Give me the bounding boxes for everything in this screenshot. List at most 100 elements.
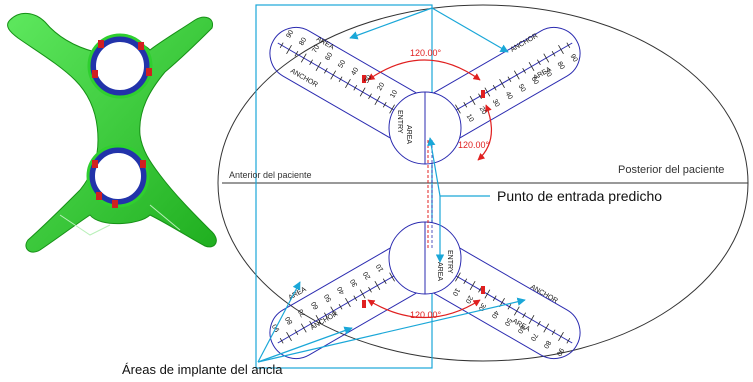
scale-number: 60 — [310, 300, 320, 310]
scale-tick — [309, 320, 313, 327]
scale-number: 80 — [556, 61, 566, 71]
scale-tick — [469, 95, 476, 106]
scale-tick — [551, 329, 556, 336]
scale-number: 50 — [517, 83, 527, 93]
scale-tick — [368, 286, 372, 293]
scale-tick — [353, 84, 358, 91]
scale-tick — [338, 303, 343, 310]
scale-tick — [294, 329, 299, 336]
scale-tick — [345, 78, 351, 89]
scale-number: 50 — [503, 317, 513, 327]
upper-star — [269, 27, 581, 165]
scale-tick — [455, 104, 461, 114]
posterior-label: Posterior del paciente — [618, 164, 725, 176]
scale-tick — [537, 59, 541, 66]
scale-tick — [528, 61, 535, 72]
upper-ring — [90, 36, 150, 96]
scale-tick — [330, 306, 337, 316]
scale-tick — [522, 67, 527, 74]
scale-tick — [359, 289, 366, 299]
scale-number: 90 — [285, 29, 295, 39]
scale-number: 30 — [349, 278, 359, 288]
scale-tick — [499, 78, 505, 89]
scale-tick — [353, 295, 358, 302]
scale-number: 70 — [543, 68, 553, 78]
scale-tick — [551, 50, 556, 57]
scale-tick — [382, 101, 387, 108]
leader-lines — [257, 7, 526, 363]
scale-number: 20 — [464, 294, 474, 304]
scale-number: 40 — [336, 285, 346, 295]
center-label-area-top: AREA — [405, 125, 412, 144]
scale-tick — [294, 50, 299, 57]
scale-number: 30 — [491, 98, 501, 108]
scale-tick — [507, 303, 512, 310]
entry-point-label: Punto de entrada predicho — [497, 188, 663, 204]
scale-tick — [389, 104, 395, 114]
scale-ticks — [279, 42, 571, 344]
scale-tick — [389, 272, 395, 282]
scale-number: 30 — [477, 302, 487, 312]
arm-label-anchor-ul: ANCHOR — [289, 68, 319, 89]
scale-number: 10 — [465, 113, 475, 123]
center-label-entry-top: ENTRY — [396, 110, 403, 134]
scale-tick — [323, 312, 328, 319]
scale-tick — [338, 76, 343, 83]
scale-tick — [469, 280, 476, 291]
scale-number: 30 — [363, 74, 373, 84]
scale-number: 40 — [490, 309, 500, 319]
scale-number: 90 — [555, 347, 565, 357]
scale-tick — [528, 314, 535, 325]
scale-tick — [492, 295, 497, 302]
red-markers — [362, 75, 485, 308]
scale-number: 70 — [297, 308, 307, 318]
scale-tick — [507, 76, 512, 83]
scale-number: 10 — [451, 287, 461, 297]
scale-tick — [286, 331, 292, 342]
angle-label-right: 120.00° — [458, 140, 490, 150]
arm-label-anchor-lr: ANCHOR — [529, 284, 559, 305]
scale-tick — [537, 320, 541, 327]
anterior-label: Anterior del paciente — [229, 170, 312, 180]
scale-tick — [382, 278, 387, 285]
scale-tick — [374, 95, 381, 106]
scale-tick — [300, 53, 307, 63]
scale-tick — [374, 280, 381, 291]
scale-number: 10 — [389, 89, 399, 99]
scale-number: 60 — [530, 76, 540, 86]
scale-tick — [484, 87, 491, 97]
scale-tick — [315, 314, 322, 325]
angle-arcs — [367, 59, 493, 319]
scale-number: 90 — [569, 53, 579, 63]
device-model — [7, 13, 217, 253]
arm-label-anchor-ll: ANCHOR — [310, 310, 340, 331]
scale-tick — [513, 306, 520, 316]
scale-number: 70 — [529, 332, 539, 342]
scale-number: 50 — [337, 59, 347, 69]
anchor-areas-label: Áreas de implante del ancla — [122, 362, 283, 377]
scale-number: 80 — [284, 315, 294, 325]
scale-tick — [279, 42, 284, 49]
scale-number: 20 — [362, 270, 372, 280]
scale-tick — [463, 101, 468, 108]
angle-label-top: 120.00° — [410, 48, 442, 58]
scale-tick — [543, 53, 550, 63]
scale-tick — [463, 278, 468, 285]
arm-label-anchor-ur: ANCHOR — [510, 32, 540, 53]
scale-tick — [492, 84, 497, 91]
scale-tick — [300, 323, 307, 333]
scale-number: 70 — [311, 44, 321, 54]
scale-tick — [522, 312, 527, 319]
scale-tick — [455, 272, 461, 282]
scale-tick — [566, 42, 571, 49]
center-label-entry-bottom: ENTRY — [446, 250, 453, 274]
scale-tick — [309, 59, 313, 66]
device-body — [7, 13, 217, 253]
scale-number: 40 — [504, 91, 514, 101]
scale-tick — [279, 337, 284, 344]
scale-tick — [315, 61, 322, 72]
scale-number: 40 — [350, 67, 360, 77]
scale-number: 60 — [516, 324, 526, 334]
scale-tick — [368, 93, 372, 100]
